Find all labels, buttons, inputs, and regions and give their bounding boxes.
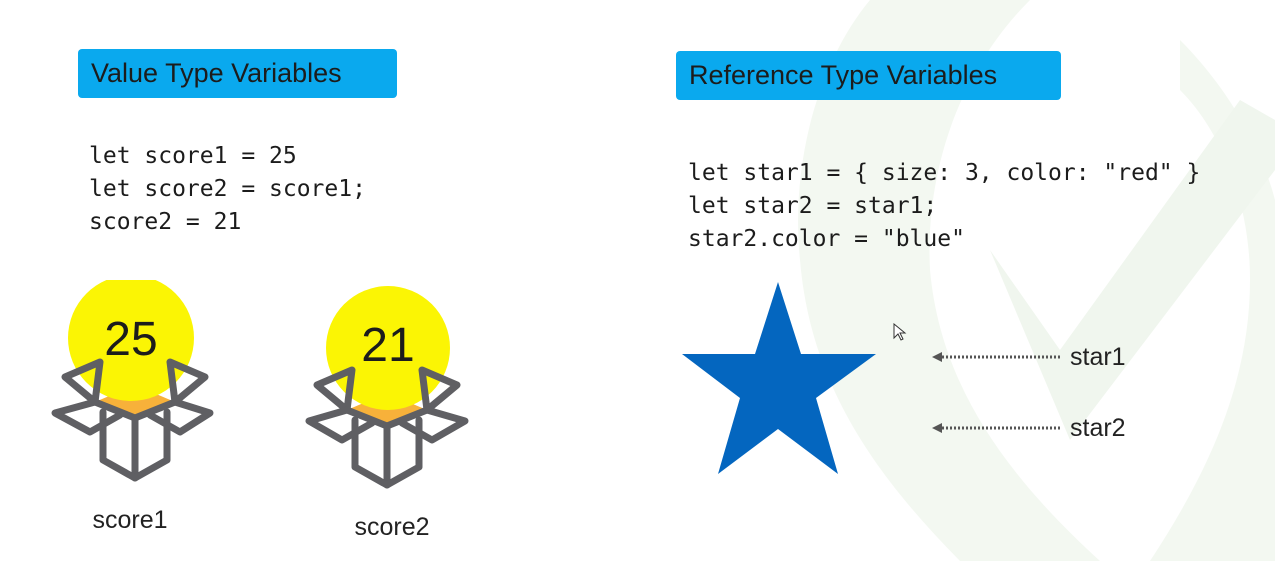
open-box-icon bbox=[51, 280, 214, 482]
box-caption: score1 bbox=[92, 506, 168, 534]
value-type-title-text: Value Type Variables bbox=[91, 58, 342, 88]
ball-value: 21 bbox=[361, 319, 415, 372]
box-caption: score2 bbox=[354, 513, 430, 541]
reference-type-title-text: Reference Type Variables bbox=[689, 60, 998, 90]
mouse-cursor-icon bbox=[893, 323, 907, 341]
reference-type-title: Reference Type Variables bbox=[676, 51, 1061, 100]
dotted-arrow-icon bbox=[932, 352, 1062, 362]
code-line: let score2 = score1; bbox=[89, 176, 366, 202]
code-line: let star1 = { size: 3, color: "red" } bbox=[688, 160, 1201, 186]
code-line: let star2 = star1; bbox=[688, 193, 938, 219]
value-type-title: Value Type Variables bbox=[78, 49, 397, 98]
code-line: star2.color = "blue" bbox=[688, 226, 965, 252]
open-box-icon bbox=[305, 286, 469, 489]
star-shape bbox=[682, 282, 876, 474]
score1-box-group: 25 score1 bbox=[45, 280, 225, 550]
code-line: let score1 = 25 bbox=[89, 143, 297, 169]
reference-code-block: let star1 = { size: 3, color: "red" } le… bbox=[688, 157, 1200, 256]
ball-value: 25 bbox=[104, 313, 158, 366]
code-line: score2 = 21 bbox=[89, 209, 242, 235]
value-code-block: let score1 = 25 let score2 = score1; sco… bbox=[89, 140, 366, 239]
dotted-arrow-icon bbox=[932, 423, 1062, 433]
score2-box-group: 21 score2 bbox=[305, 285, 485, 550]
pointer-label: star1 bbox=[1070, 343, 1126, 371]
pointer-label: star2 bbox=[1070, 414, 1126, 442]
